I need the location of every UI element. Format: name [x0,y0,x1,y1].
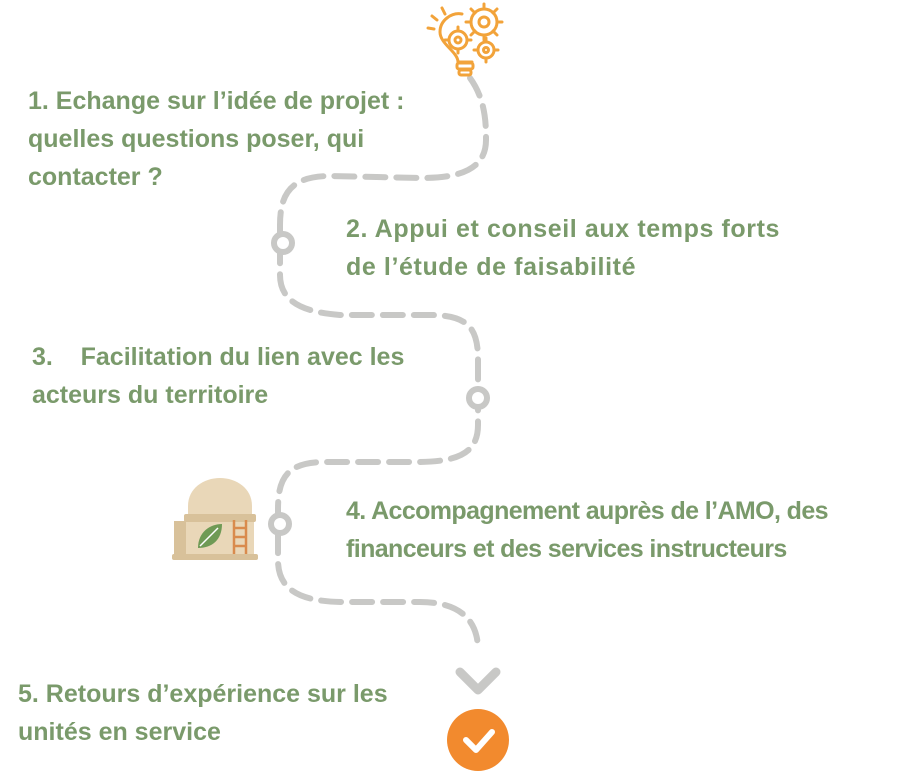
dashed-path [275,75,490,653]
step-5-text: 5. Retours d’expérience sur les unités e… [18,675,388,751]
step-3-line-1: 3. Facilitation du lien avec les [32,343,405,371]
step-2-text: 2. Appui et conseil aux temps forts de l… [346,210,780,286]
step-3-line-2: acteurs du territoire [32,381,269,409]
step-5-line-1: 5. Retours d’expérience sur les [18,680,388,708]
step-1-text: 1. Echange sur l’idée de projet : quelle… [28,82,405,196]
milestone-ring-3 [466,386,490,410]
step-2-line-1: 2. Appui et conseil aux temps forts [346,215,781,243]
arrow-head [455,667,501,695]
biogas-tank-icon [172,478,258,560]
step-1-line-3: contacter ? [28,163,163,191]
step-4-text: 4. Accompagnement auprès de l’AMO, des f… [346,492,829,568]
step-4-line-2: financeurs et des services instructeurs [346,535,787,563]
step-1-line-2: quelles questions poser, qui [28,125,365,153]
step-3-text: 3. Facilitation du lien avec les acteurs… [32,338,404,414]
step-5-line-2: unités en service [18,718,221,746]
step-2-line-2: de l’étude de faisabilité [346,253,637,281]
lightbulb-gears-icon [426,2,504,77]
checkmark-badge-icon [447,709,509,771]
milestone-ring-2 [271,231,295,255]
step-4-line-1: 4. Accompagnement auprès de l’AMO, des [346,497,829,525]
milestone-ring-4 [268,512,292,536]
step-1-line-1: 1. Echange sur l’idée de projet : [28,87,405,115]
